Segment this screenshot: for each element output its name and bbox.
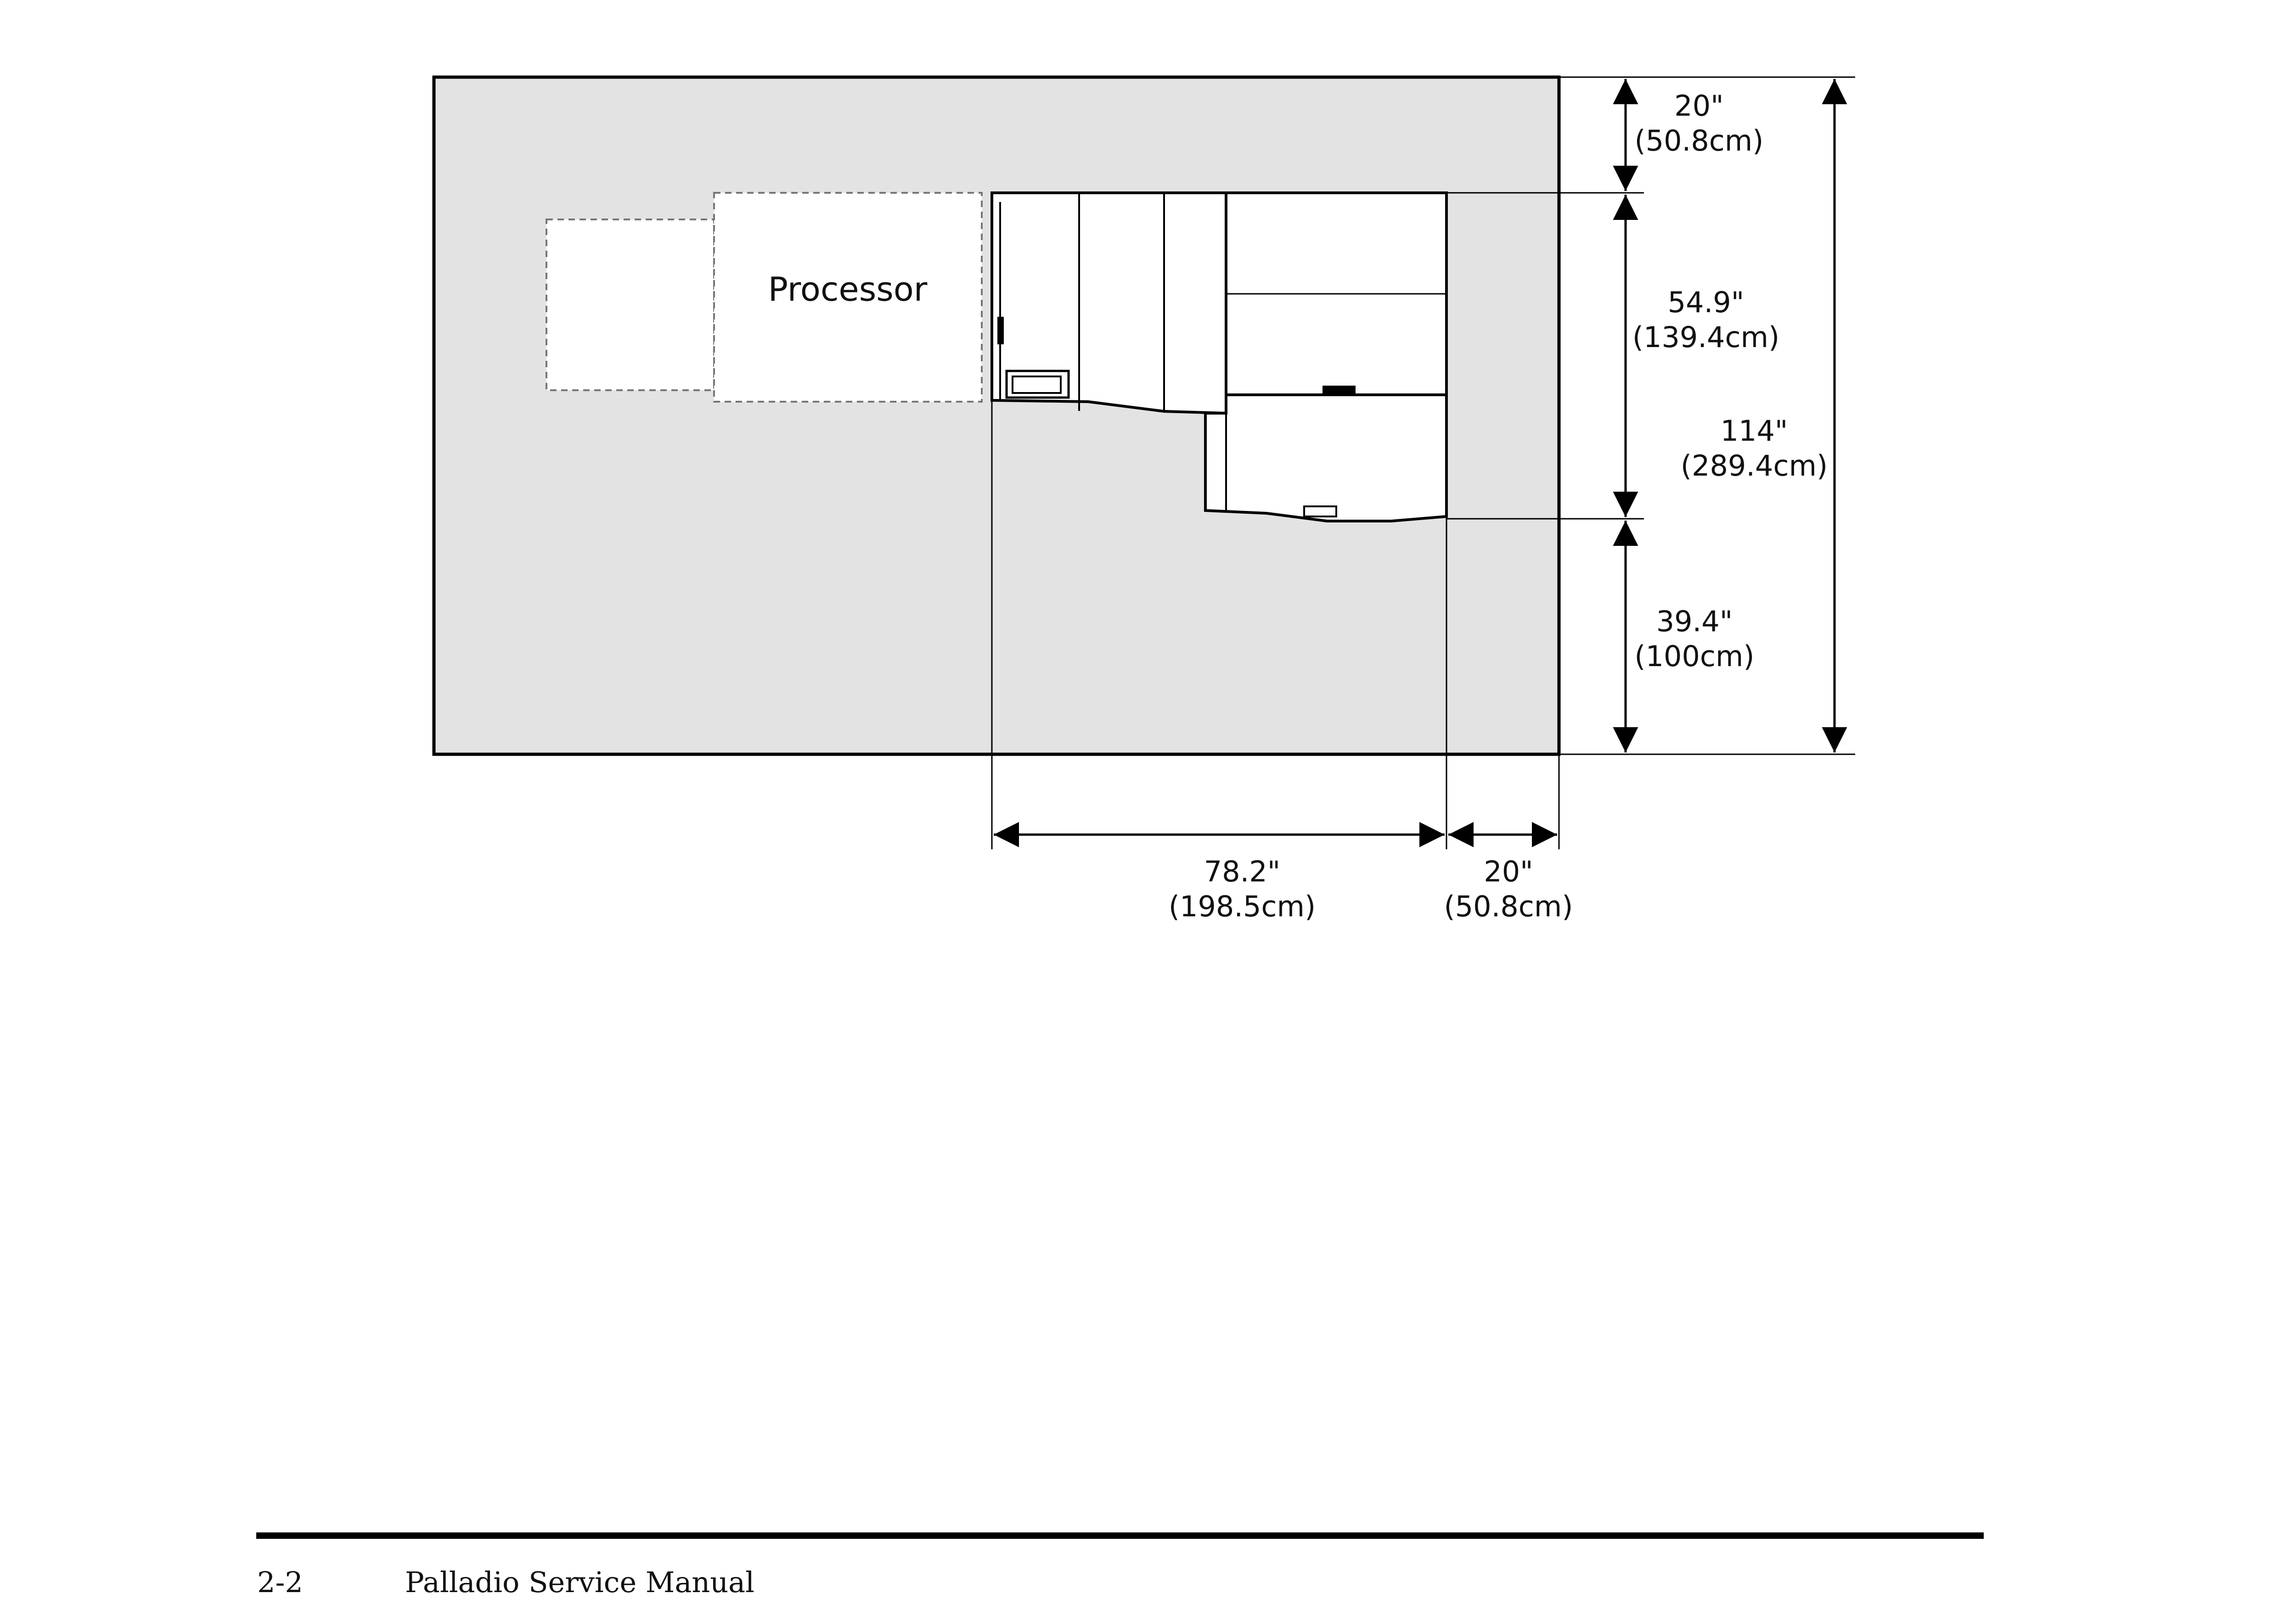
dim-mid-cm: (139.4cm)	[1632, 320, 1779, 354]
dim-right-inches: 20"	[1484, 855, 1533, 888]
manual-title: Palladio Service Manual	[405, 1565, 754, 1599]
dim-right-cm: (50.8cm)	[1444, 890, 1573, 923]
page-number: 2-2	[257, 1565, 303, 1599]
dim-bottom-cm: (100cm)	[1634, 640, 1754, 673]
dim-top-inches: 20"	[1674, 89, 1723, 123]
dimension-arrows	[994, 79, 1847, 847]
footer-rule	[256, 1532, 1984, 1539]
processor-extension-outline	[546, 219, 715, 391]
extension-lines	[991, 76, 1855, 849]
processor-outline	[713, 192, 983, 403]
dim-mid-inches: 54.9"	[1668, 286, 1745, 319]
dim-total-cm: (289.4cm)	[1681, 449, 1828, 482]
dim-top-cm: (50.8cm)	[1635, 124, 1764, 157]
processor-label: Processor	[768, 270, 928, 309]
dim-width-inches: 78.2"	[1204, 855, 1281, 888]
main-unit	[990, 191, 1448, 522]
dim-bottom-inches: 39.4"	[1656, 605, 1733, 638]
dim-total-inches: 114"	[1721, 414, 1788, 448]
dim-width-cm: (198.5cm)	[1169, 890, 1316, 923]
